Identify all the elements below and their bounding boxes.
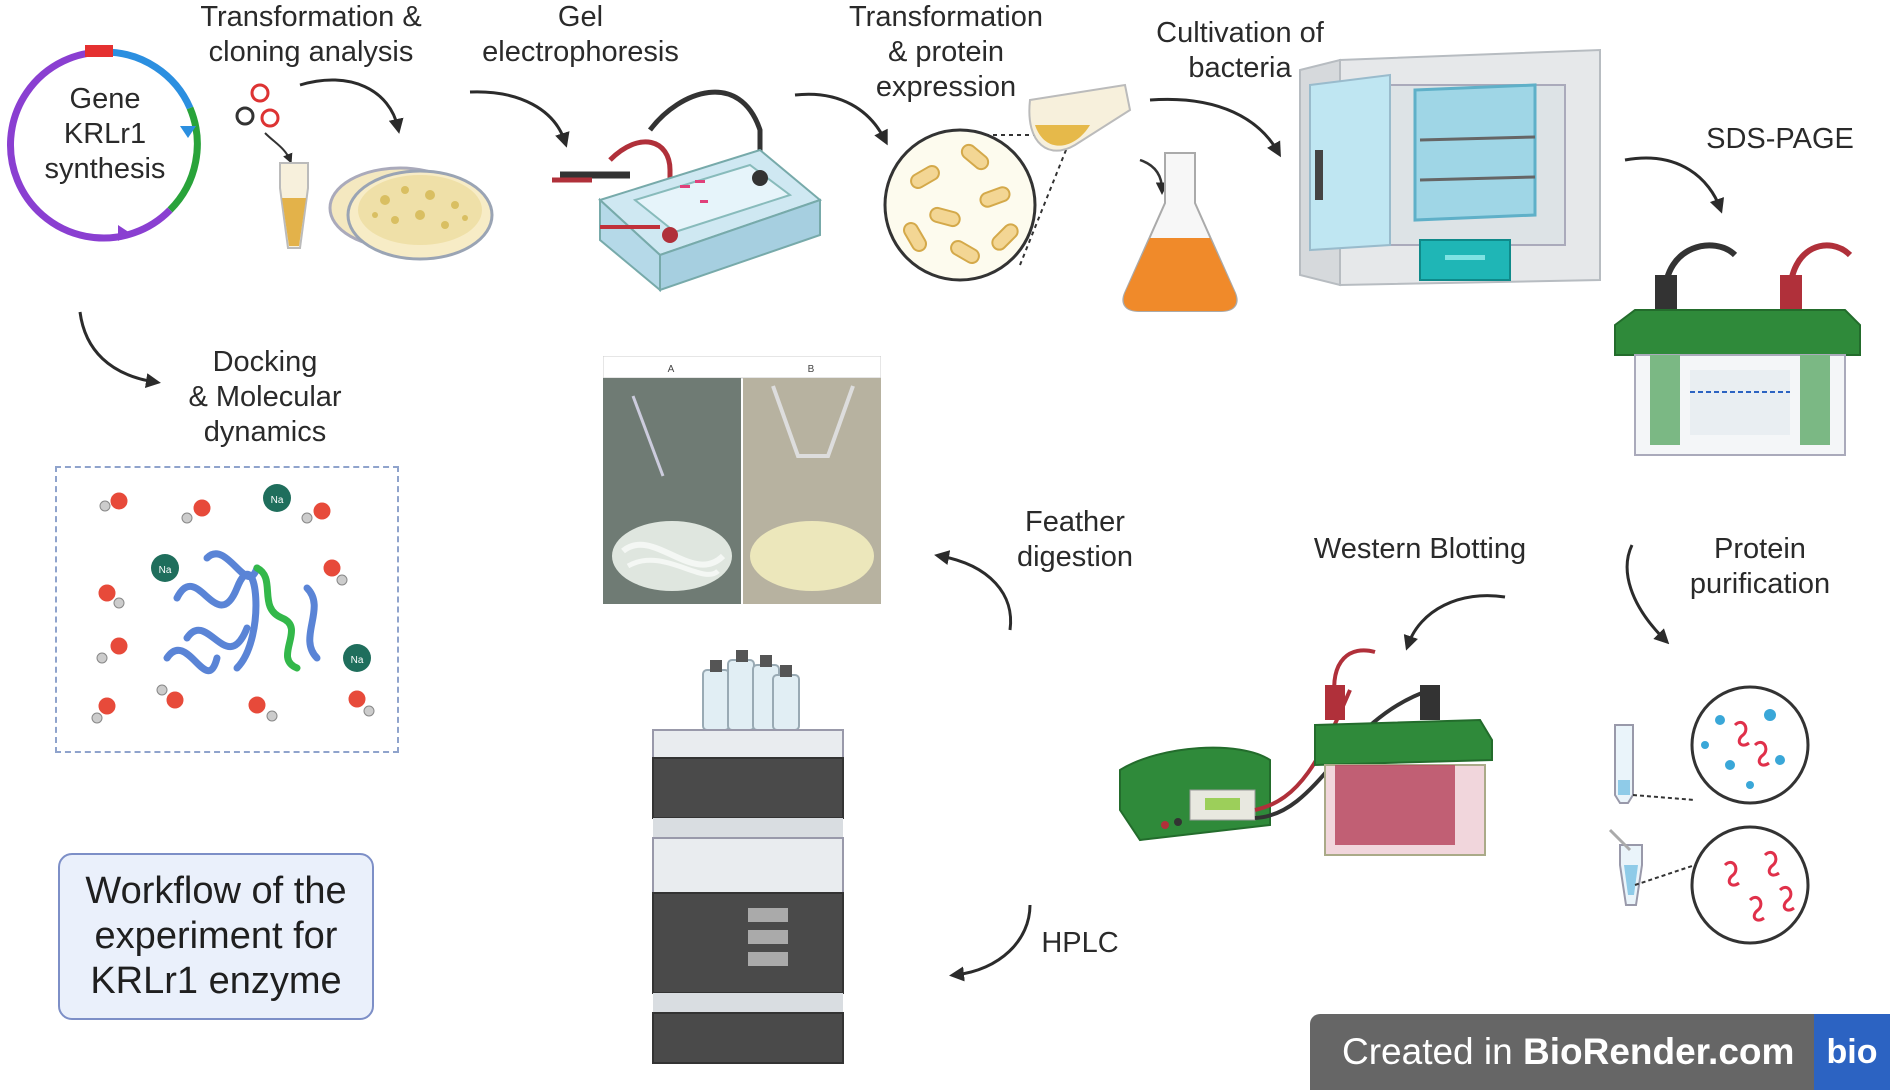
label-line: synthesis bbox=[44, 153, 166, 185]
step-cultivation-label: Cultivation of bacteria bbox=[1140, 16, 1340, 86]
label-line: Transformation & bbox=[200, 1, 422, 33]
label-line: Gene bbox=[69, 83, 141, 115]
credit-prefix: Created in bbox=[1342, 1031, 1523, 1072]
feather-digestion-photo: A B bbox=[602, 355, 882, 604]
photo-panel-label-a: A bbox=[668, 364, 675, 375]
biorender-credit-banner[interactable]: Created in BioRender.com bio bbox=[1310, 1014, 1890, 1090]
label-line: Gel bbox=[557, 1, 604, 33]
label-line: Transformation bbox=[849, 1, 1043, 33]
label-line: bacteria bbox=[1188, 52, 1292, 84]
credit-text: Created in BioRender.com bbox=[1342, 1031, 1794, 1073]
label-line: digestion bbox=[1016, 541, 1134, 573]
label-line: Feather bbox=[1025, 506, 1125, 538]
na-ion-label: Na bbox=[351, 655, 364, 666]
label-line: Cultivation of bbox=[1156, 17, 1324, 49]
molecular-dynamics-box: Na Na Na bbox=[55, 466, 399, 753]
label-line: KRLr1 bbox=[63, 118, 147, 150]
title-line: Workflow of the bbox=[85, 870, 347, 912]
sds-page-apparatus-icon bbox=[1614, 242, 1861, 456]
label-line: purification bbox=[1689, 568, 1831, 600]
label-line: & Molecular bbox=[188, 381, 342, 413]
culture-flask-icon bbox=[1122, 152, 1238, 312]
na-ion-label: Na bbox=[159, 565, 172, 576]
photo-panel-label-b: B bbox=[808, 364, 815, 375]
biorender-logo-icon: bio bbox=[1814, 1014, 1890, 1090]
step-sds-page-label: SDS-PAGE bbox=[1706, 123, 1854, 155]
step-western-blotting-label: Western Blotting bbox=[1313, 533, 1527, 565]
label-line: Docking bbox=[212, 346, 318, 378]
step-gel-electrophoresis-label: Gel electrophoresis bbox=[468, 0, 693, 70]
step-protein-purification-label: Protein purification bbox=[1665, 532, 1855, 602]
credit-brand: BioRender.com bbox=[1523, 1031, 1795, 1072]
protein-expression-icon bbox=[883, 83, 1169, 282]
hplc-instrument-icon bbox=[652, 650, 844, 1064]
step-gene-synthesis-label: Gene KRLr1 synthesis bbox=[40, 82, 170, 187]
label-line: dynamics bbox=[203, 416, 327, 448]
step-transformation-cloning-label: Transformation & cloning analysis bbox=[186, 0, 436, 70]
protein-docking-icon: Na Na Na bbox=[91, 484, 375, 724]
petri-dish-icon bbox=[346, 169, 494, 261]
western-blot-apparatus-icon bbox=[1119, 648, 1493, 856]
step-docking-label: Docking & Molecular dynamics bbox=[160, 345, 370, 450]
step-hplc-label: HPLC bbox=[1041, 927, 1119, 959]
label-line: cloning analysis bbox=[208, 36, 414, 68]
title-line: experiment for bbox=[94, 915, 338, 957]
na-ion-label: Na bbox=[271, 495, 284, 506]
plasmid-icon bbox=[7, 45, 201, 242]
title-line: KRLr1 enzyme bbox=[90, 960, 342, 1002]
label-line: & protein bbox=[887, 36, 1005, 68]
step-transformation-expression-label: Transformation & protein expression bbox=[836, 0, 1056, 105]
workflow-title-box: Workflow of the experiment for KRLr1 enz… bbox=[58, 853, 374, 1020]
label-line: electrophoresis bbox=[482, 36, 679, 68]
label-line: expression bbox=[875, 71, 1017, 103]
gel-electrophoresis-apparatus-icon bbox=[552, 89, 823, 293]
label-line: Protein bbox=[1714, 533, 1806, 565]
step-feather-digestion-label: Feather digestion bbox=[1000, 505, 1150, 575]
protein-purification-icon bbox=[1608, 685, 1810, 945]
incubator-icon bbox=[1299, 48, 1601, 287]
